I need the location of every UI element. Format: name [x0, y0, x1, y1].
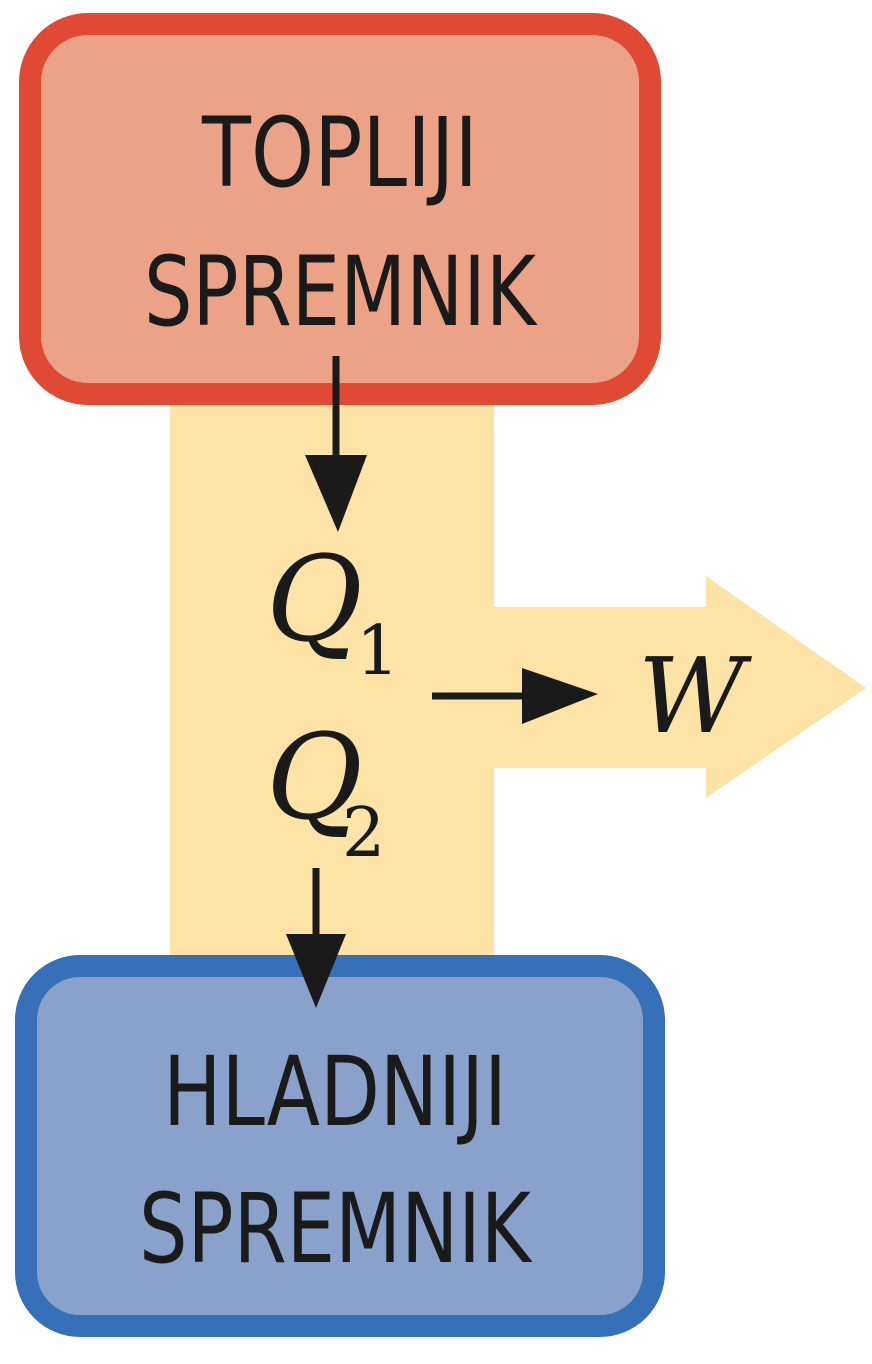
work-symbol: W: [638, 635, 752, 757]
heat-in-subscript: 1: [356, 612, 399, 691]
heat-in-label: Q 1: [266, 530, 399, 691]
arrow-right-icon: [432, 668, 598, 724]
hot-reservoir: TOPLIJI SPREMNIK: [19, 13, 661, 405]
hot-reservoir-label-line1: TOPLIJI: [201, 97, 478, 209]
arrow-down-icon: [305, 356, 367, 532]
heat-out-subscript: 2: [342, 794, 385, 873]
cold-reservoir-box: [15, 955, 665, 1337]
energy-flow-band: [170, 395, 866, 970]
cold-reservoir-label-line2: SPREMNIK: [139, 1173, 533, 1285]
hot-reservoir-box: [19, 13, 661, 405]
cold-reservoir: HLADNIJI SPREMNIK: [15, 955, 665, 1337]
heat-out-symbol: Q: [266, 708, 363, 846]
hot-reservoir-label-line2: SPREMNIK: [144, 236, 538, 348]
arrow-down-icon: [286, 868, 346, 1008]
heat-in-symbol: Q: [266, 530, 363, 668]
heat-out-label: Q 2: [266, 708, 385, 873]
cold-reservoir-label-line1: HLADNIJI: [163, 1036, 507, 1148]
